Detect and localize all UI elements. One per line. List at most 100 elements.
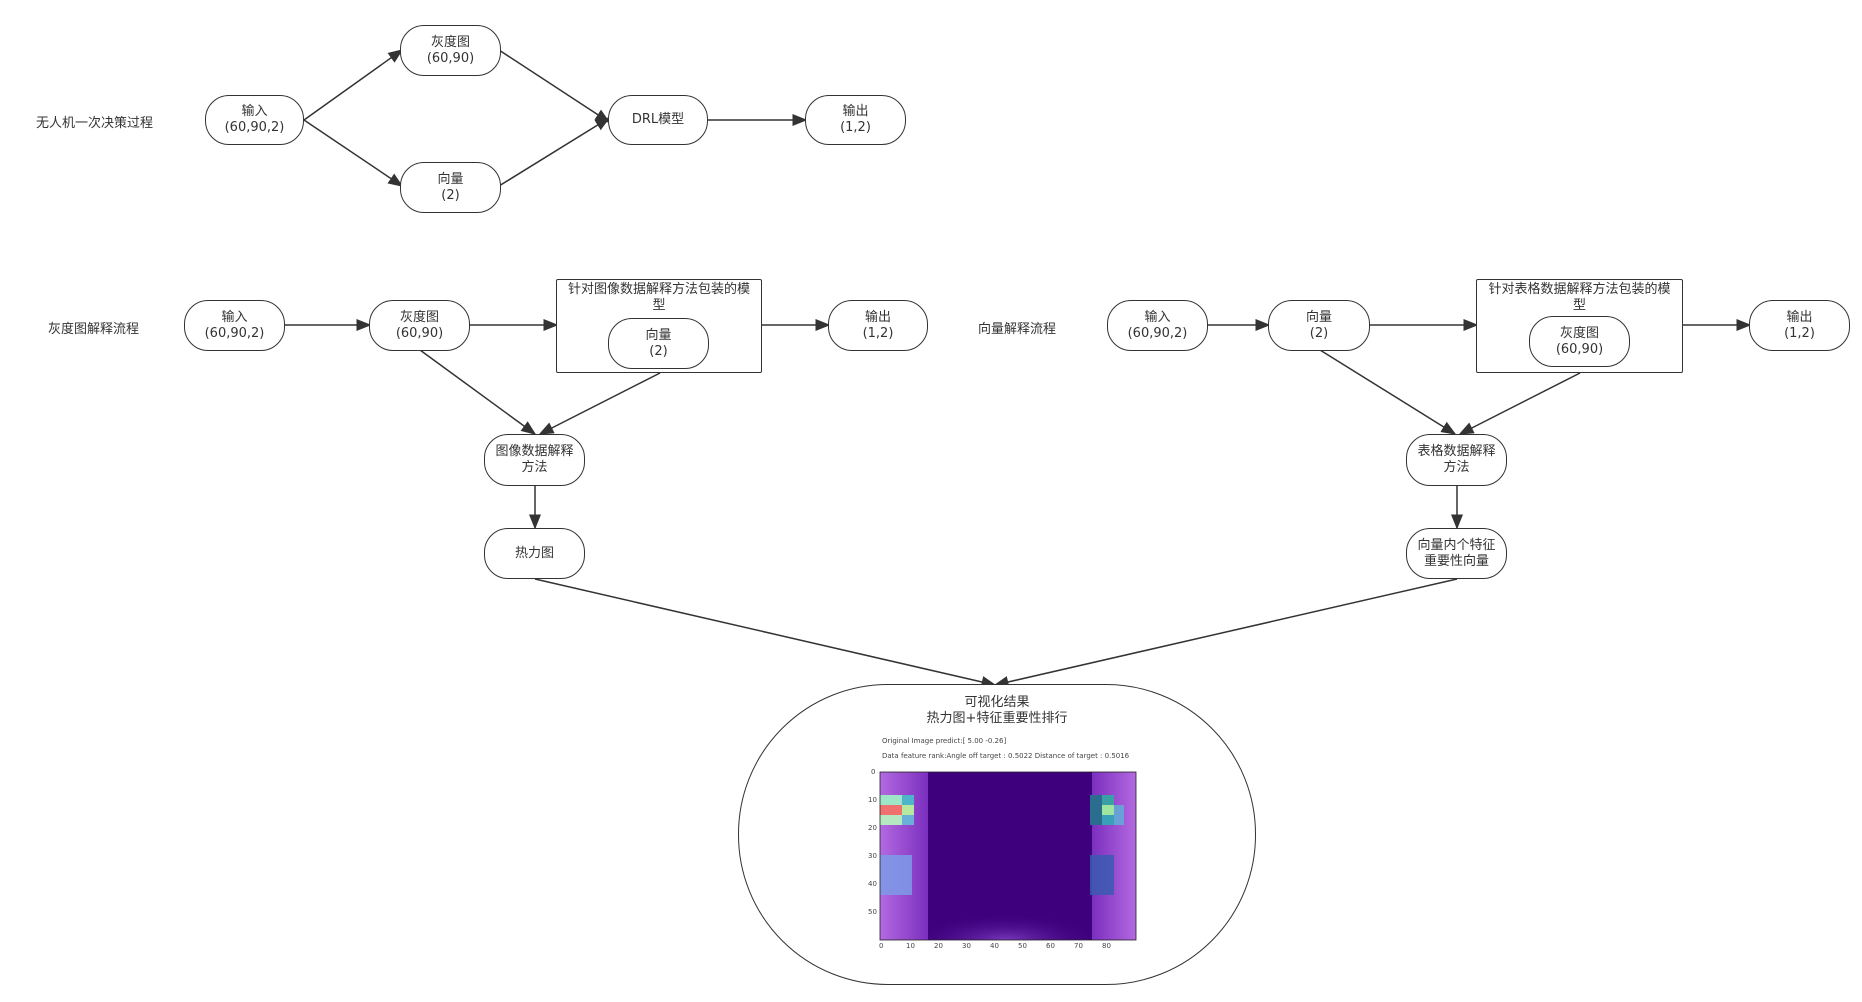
edge: [303, 49, 404, 121]
x-tick: 30: [962, 942, 971, 950]
plot-feature-rank-text: Data feature rank:Angle off target : 0.5…: [882, 752, 1130, 760]
heatmap-cell: [1102, 815, 1114, 825]
left-image-method-node: 图像数据解释 方法: [484, 434, 585, 486]
x-tick: 80: [1102, 942, 1111, 950]
edge: [534, 578, 997, 688]
row1-output-node: 输出 (1,2): [805, 95, 906, 145]
node-title: 向量: [645, 327, 672, 343]
x-tick: 40: [990, 942, 999, 950]
plot-predict-text: Original Image predict:[ 5.00 -0.26]: [882, 737, 1007, 745]
y-tick: 30: [868, 852, 877, 860]
node-title-cont: 型: [652, 298, 666, 313]
node-title-cont: 方法: [1443, 460, 1470, 475]
heatmap-cell: [1102, 805, 1114, 815]
left-inner-vector-node: 向量 (2): [608, 318, 709, 369]
row-label-uav-decision: 无人机一次决策过程: [36, 116, 154, 131]
node-title: 灰度图: [430, 34, 470, 50]
node-title: 可视化结果: [964, 695, 1030, 710]
heatmap-cell: [1114, 805, 1124, 825]
row-label-vector-explain: 向量解释流程: [978, 322, 1057, 337]
y-tick: 40: [868, 880, 877, 888]
right-output-node: 输出 (1,2): [1749, 300, 1850, 351]
heatmap-cell: [902, 795, 914, 805]
node-shape: (60,90,2): [204, 325, 265, 341]
x-tick: 0: [879, 942, 884, 950]
node-title: 向量内个特征: [1417, 537, 1496, 553]
node-shape: (1,2): [840, 120, 871, 135]
row-label-gray-explain: 灰度图解释流程: [48, 322, 140, 337]
heatmap-cell: [880, 855, 912, 895]
node-shape: (2): [441, 187, 460, 203]
y-tick: 20: [868, 824, 877, 832]
y-tick: 50: [868, 908, 877, 916]
node-title-cont: 型: [1572, 298, 1586, 313]
left-gray-node: 灰度图 (60,90): [369, 300, 470, 351]
heatmap-cell: [902, 805, 914, 815]
heatmap-cell: [880, 815, 902, 825]
node-shape: (60,90,2): [1127, 325, 1188, 341]
heatmap-plot: [879, 771, 1137, 941]
row1-drl-model-node: DRL模型: [608, 95, 708, 145]
node-title: 针对表格数据解释方法包装的模: [1488, 282, 1671, 297]
node-shape: (2): [1309, 325, 1329, 341]
heatmap-cell: [1102, 795, 1114, 805]
x-tick: 50: [1018, 942, 1027, 950]
edge: [303, 119, 404, 187]
node-title: 输入: [241, 104, 268, 119]
node-title: 图像数据解释: [495, 444, 574, 459]
node-shape: (2): [649, 343, 668, 359]
edge: [993, 578, 1458, 688]
node-shape: (60,90,2): [224, 120, 285, 135]
node-title: 输入: [1144, 309, 1171, 325]
node-title: 向量: [1305, 309, 1332, 325]
heatmap-bottom-glow: [923, 895, 1088, 940]
node-shape: (60,90): [395, 325, 444, 341]
node-title: 输出: [842, 104, 869, 119]
left-heatmap-node: 热力图: [484, 528, 585, 579]
y-tick: 10: [868, 796, 877, 804]
node-title: 输出: [864, 309, 891, 325]
row1-input-node: 输入 (60,90,2): [205, 95, 304, 145]
node-title: 灰度图: [399, 309, 439, 325]
node-title: 输入: [221, 309, 248, 325]
edge: [1319, 349, 1457, 435]
node-shape: (60,90): [1555, 341, 1604, 357]
x-tick: 20: [934, 942, 943, 950]
right-table-method-node: 表格数据解释 方法: [1406, 434, 1507, 486]
node-title: 输出: [1786, 309, 1813, 325]
node-title: 表格数据解释: [1417, 444, 1496, 459]
right-input-node: 输入 (60,90,2): [1107, 300, 1208, 351]
edge: [1458, 372, 1581, 435]
heatmap-cell: [880, 795, 902, 805]
left-output-node: 输出 (1,2): [828, 300, 928, 351]
edge: [498, 117, 611, 187]
heatmap-cell: [902, 815, 914, 825]
heatmap-cell: [880, 805, 902, 815]
node-title: 针对图像数据解释方法包装的模: [567, 282, 750, 297]
edge: [419, 349, 537, 435]
row1-vector-node: 向量 (2): [400, 162, 501, 213]
node-title: 热力图: [514, 545, 554, 561]
x-tick: 70: [1074, 942, 1083, 950]
edge: [538, 372, 661, 435]
right-vector-node: 向量 (2): [1268, 300, 1370, 351]
row1-gray-node: 灰度图 (60,90): [400, 25, 501, 76]
right-inner-gray-node: 灰度图 (60,90): [1529, 316, 1630, 367]
node-title: 灰度图: [1559, 325, 1599, 341]
left-input-node: 输入 (60,90,2): [184, 300, 285, 351]
node-title-cont: 重要性向量: [1423, 553, 1489, 569]
heatmap-frame: [879, 771, 1137, 941]
heatmap-cell: [1090, 855, 1114, 895]
heatmap-cell: [1090, 795, 1102, 825]
node-title: DRL模型: [631, 112, 685, 127]
right-feature-importance-node: 向量内个特征 重要性向量: [1406, 528, 1507, 579]
y-tick: 0: [871, 768, 876, 776]
node-subtitle: 热力图+特征重要性排行: [926, 711, 1068, 726]
node-shape: (1,2): [1784, 325, 1815, 341]
node-shape: (1,2): [862, 325, 894, 341]
x-tick: 10: [906, 942, 915, 950]
node-title-cont: 方法: [521, 460, 548, 475]
node-shape: (60,90): [426, 50, 475, 66]
x-tick: 60: [1046, 942, 1055, 950]
